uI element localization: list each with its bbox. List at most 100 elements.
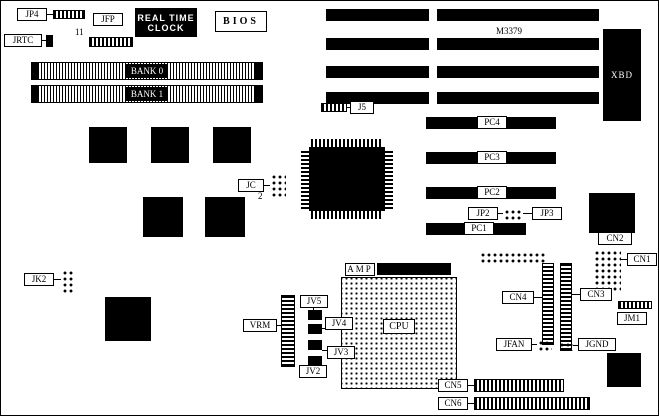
- jgnd-label: JGND: [578, 338, 616, 351]
- amp-label: AMP: [345, 263, 375, 276]
- isa-slot-1-right: [437, 9, 599, 21]
- cn5-lead-line: [468, 385, 474, 386]
- isa-slot-3-left: [326, 66, 429, 78]
- cpu-label: CPU: [383, 319, 415, 334]
- vrm-lead-line: [277, 325, 281, 326]
- bank1-socket: BANK 1: [31, 85, 263, 103]
- cn5-connector: [474, 379, 564, 392]
- cn3-connector: [560, 263, 572, 351]
- bank1-endcap-right: [255, 85, 263, 103]
- jp3-label: JP3: [532, 207, 562, 220]
- jfan-connector: [537, 339, 552, 351]
- cn6-label: CN6: [438, 397, 468, 410]
- ic-chip-5: [205, 197, 245, 237]
- rtc-label-line1: REAL TIME: [137, 12, 195, 23]
- jrtc-label: JRTC: [4, 34, 42, 47]
- xbd-connector: XBD: [603, 29, 641, 121]
- jrtc-lead-line: [42, 40, 46, 41]
- jrtc-connector: [46, 35, 53, 47]
- pc2-label: PC2: [477, 186, 507, 199]
- jfan-label: JFAN: [496, 338, 532, 351]
- bank0-socket: BANK 0: [31, 62, 263, 80]
- jc-lead-line: [264, 185, 270, 186]
- jv2-connector: [308, 356, 322, 366]
- bank0-endcap-left: [31, 62, 39, 80]
- jgnd-lead-line: [573, 345, 578, 346]
- jv3-lead-line: [322, 350, 327, 351]
- jfp-label: JFP: [93, 13, 123, 26]
- ic-chip-6: [105, 297, 151, 341]
- jk2-lead-line: [54, 279, 61, 280]
- jv3-connector: [308, 340, 322, 350]
- cn1-label: CN1: [627, 253, 657, 266]
- cn3-lead-line: [572, 294, 580, 295]
- qfp-pins-bottom: [311, 211, 383, 219]
- jv2-label: JV2: [299, 365, 327, 378]
- cn6-connector: [474, 397, 590, 410]
- ic-chip-2: [151, 127, 189, 163]
- j5-connector: [321, 103, 347, 112]
- jm1-header: [618, 301, 652, 309]
- j5-lead-line: [347, 107, 350, 108]
- isa-slot-2-left: [326, 38, 429, 50]
- jc-pin2-indicator: 2: [258, 191, 263, 201]
- pc4-label: PC4: [477, 116, 507, 129]
- jfp-connector: [89, 37, 133, 47]
- jv3-label: JV3: [327, 346, 355, 359]
- pin1-indicator: 11: [75, 27, 84, 37]
- jp3-lead-line: [523, 213, 532, 214]
- jgnd-connector: [558, 341, 573, 351]
- bank0-label: BANK 0: [125, 64, 169, 78]
- qfp-pins-right: [385, 149, 393, 209]
- ic-chip-4: [143, 197, 183, 237]
- rtc-label-line2: CLOCK: [147, 22, 185, 33]
- pin-header-row: [479, 251, 547, 263]
- isa-slot-3-right: [437, 66, 599, 78]
- cn4-lead-line: [534, 297, 542, 298]
- qfp-pins-top: [311, 139, 383, 147]
- pc3-label: PC3: [477, 151, 507, 164]
- cn1-lead-line: [621, 259, 627, 260]
- j5-label: J5: [350, 101, 374, 114]
- isa-slot-2-right: [437, 38, 599, 50]
- cn3-label: CN3: [580, 288, 612, 301]
- vrm-connector: [281, 295, 295, 367]
- cn2-chip: [589, 193, 635, 233]
- jv5-label: JV5: [300, 295, 328, 308]
- cn6-lead-line: [468, 403, 474, 404]
- cn4-label: CN4: [502, 291, 534, 304]
- jv4-lead-line: [322, 328, 325, 329]
- qfp-pins-left: [301, 149, 309, 209]
- bank1-endcap-left: [31, 85, 39, 103]
- jp2-jp3-header: [503, 208, 523, 220]
- jv4-connector: [308, 324, 322, 334]
- jk2-label: JK2: [24, 273, 54, 286]
- cn4-connector: [542, 263, 554, 345]
- ic-chip-1: [89, 127, 127, 163]
- jfan-lead-line: [532, 344, 537, 345]
- amp-bar: [377, 263, 451, 275]
- jv5-lead-line: [313, 308, 314, 310]
- ic-chip-3: [213, 127, 251, 163]
- cn2-label: CN2: [598, 232, 632, 245]
- jp2-label: JP2: [468, 207, 498, 220]
- jm1-label: JM1: [617, 312, 647, 325]
- isa-slot-1-left: [326, 9, 429, 21]
- jp4-lead-line: [47, 14, 53, 15]
- bank0-endcap-right: [255, 62, 263, 80]
- jc-label: JC: [238, 179, 264, 192]
- rtc-chip: REAL TIME CLOCK: [135, 8, 197, 37]
- isa-slot-4-right: [437, 92, 599, 104]
- pc1-label: PC1: [464, 222, 494, 235]
- jv5-connector: [308, 310, 322, 320]
- jp4-label: JP4: [17, 8, 47, 21]
- corner-chip: [607, 353, 641, 387]
- jv4-label: JV4: [325, 317, 353, 330]
- jc-header: [270, 173, 286, 199]
- cn1-header: [593, 249, 621, 291]
- jp4-connector: [53, 10, 85, 19]
- qfp-chip: [309, 147, 385, 211]
- bank1-label: BANK 1: [125, 87, 169, 101]
- jk2-header: [61, 269, 75, 293]
